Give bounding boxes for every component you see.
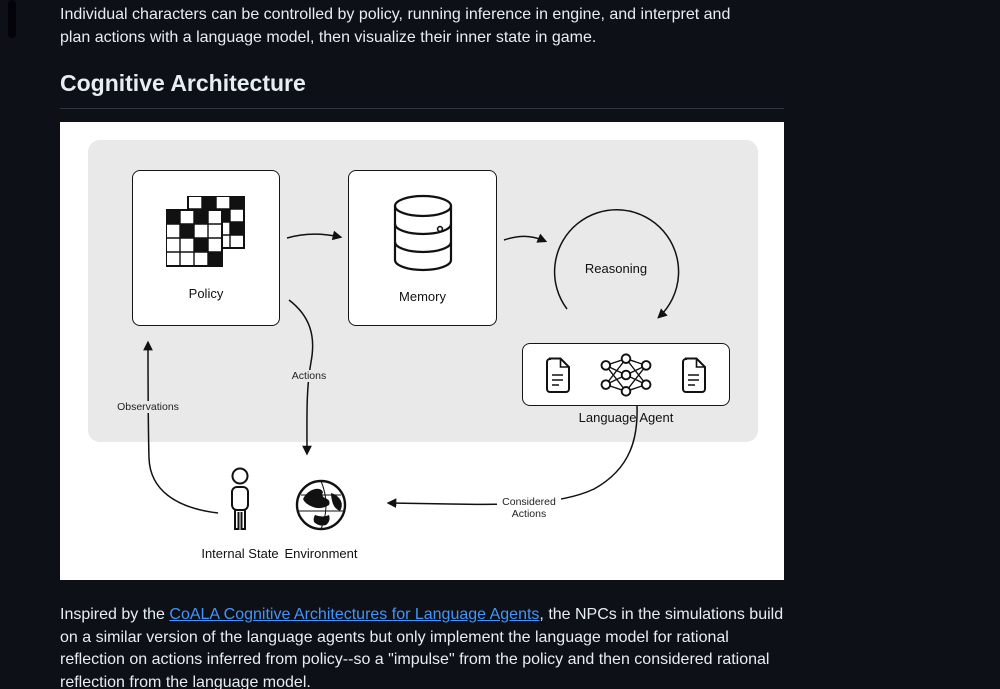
outro-text-after: , the NPCs in the simulations build on a… [60, 606, 784, 689]
person-icon [231, 467, 249, 530]
reasoning-label: Reasoning [584, 261, 648, 276]
policy-label: Policy [188, 285, 224, 301]
document-icon [546, 357, 570, 393]
actions-edge-label: Actions [288, 370, 330, 382]
outro-text-before: Inspired by the [60, 606, 170, 623]
node-language-agent [522, 343, 730, 406]
memory-label: Memory [399, 288, 446, 304]
cognitive-architecture-diagram[interactable]: Policy Memory Reasoning [60, 122, 784, 580]
language-agent-label: Language Agent [578, 410, 674, 425]
policy-grid-icon [166, 195, 245, 267]
observations-edge-label: Observations [110, 401, 186, 413]
node-policy: Policy [132, 170, 280, 326]
considered-actions-edge-label: Considered Actions [497, 496, 561, 520]
environment-label: Environment [284, 546, 358, 561]
outro-paragraph: Inspired by the CoALA Cognitive Architec… [60, 604, 784, 689]
internal-state-label: Internal State [201, 546, 279, 561]
node-memory: Memory [348, 170, 497, 326]
intro-paragraph: Individual characters can be controlled … [60, 6, 731, 46]
section-heading: Cognitive Architecture [60, 70, 784, 109]
globe-icon [295, 479, 347, 531]
coala-link[interactable]: CoALA Cognitive Architectures for Langua… [169, 606, 540, 623]
scrollbar-thumb[interactable] [8, 0, 16, 38]
document-icon [682, 357, 706, 393]
database-icon [393, 194, 452, 271]
neural-network-icon [600, 352, 652, 397]
